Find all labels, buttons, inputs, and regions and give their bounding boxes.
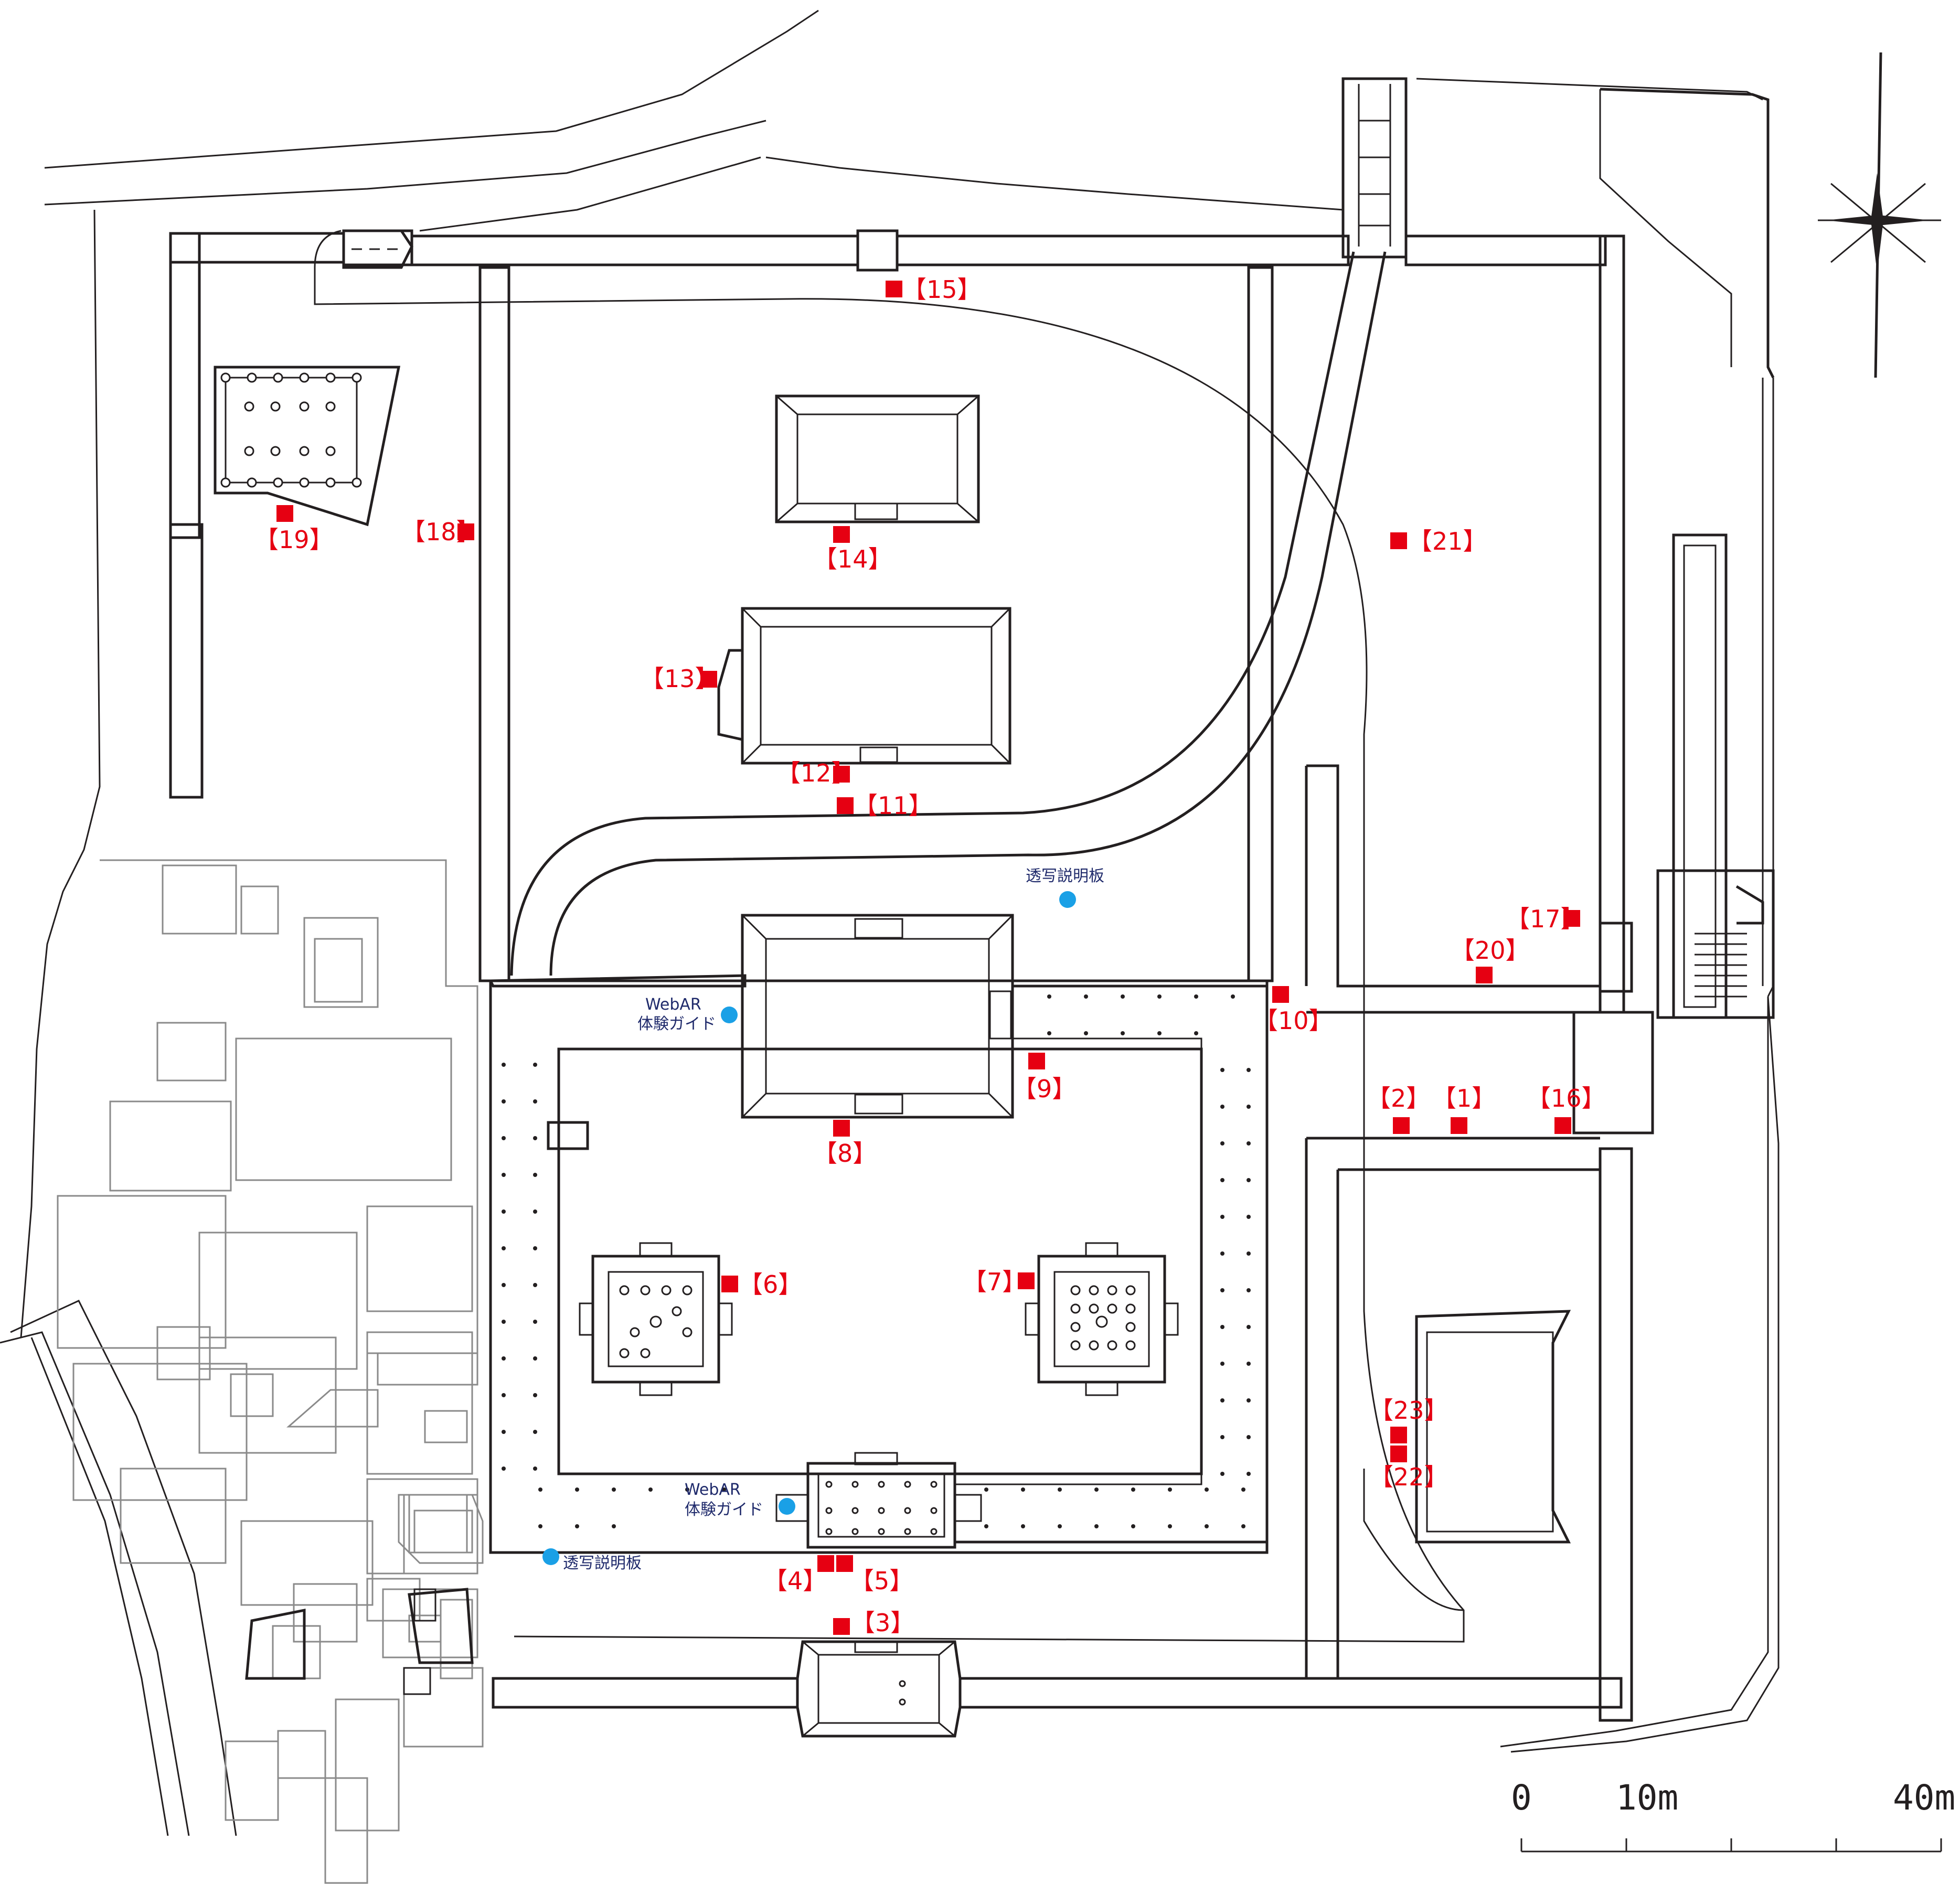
river-bank — [0, 1300, 237, 1836]
marker-22-label[interactable]: 【22】 — [1369, 1463, 1448, 1491]
marker-17-square[interactable] — [1563, 910, 1580, 927]
marker-19-label[interactable]: 【19】 — [254, 526, 334, 554]
marker-12-square[interactable] — [833, 766, 850, 783]
info-board-south-dot[interactable] — [542, 1548, 559, 1565]
markers: 【1】 【2】 【3】 【4】 【5】 【6】 【7】 【8】 【9】 【10】… — [254, 275, 1606, 1637]
marker-23-label[interactable]: 【23】 — [1369, 1396, 1448, 1425]
marker-4-label[interactable]: 【4】 — [763, 1567, 827, 1595]
building-3 — [796, 1640, 962, 1738]
marker-13-square[interactable] — [700, 671, 717, 688]
building-7 — [1025, 1242, 1179, 1396]
marker-20-label[interactable]: 【20】 — [1451, 936, 1530, 965]
marker-9-square[interactable] — [1028, 1053, 1045, 1069]
compound-walls — [169, 77, 1633, 1722]
marker-18-square[interactable] — [457, 523, 474, 540]
marker-13-label[interactable]: 【13】 — [640, 665, 719, 693]
marker-9-label[interactable]: 【9】 — [1013, 1075, 1076, 1103]
marker-18-label[interactable]: 【18】 — [401, 518, 481, 546]
southwest-buildings — [245, 1588, 474, 1695]
marker-23-square[interactable] — [1390, 1427, 1407, 1443]
marker-8-label[interactable]: 【8】 — [813, 1139, 877, 1168]
marker-17-label[interactable]: 【17】 — [1506, 905, 1585, 933]
scale-label-10m: 10m — [1616, 1778, 1678, 1818]
marker-15-square[interactable] — [886, 281, 902, 297]
marker-12-label[interactable]: 【12】 — [776, 759, 856, 787]
scale-label-zero: 0 — [1511, 1778, 1532, 1818]
marker-6-label[interactable]: 【6】 — [739, 1270, 802, 1299]
marker-14-square[interactable] — [833, 526, 850, 543]
marker-1-label[interactable]: 【1】 — [1432, 1084, 1496, 1112]
marker-14-label[interactable]: 【14】 — [813, 545, 892, 573]
marker-3-square[interactable] — [833, 1618, 850, 1635]
marker-11-square[interactable] — [837, 797, 854, 814]
marker-16-label[interactable]: 【16】 — [1527, 1084, 1606, 1112]
marker-5-square[interactable] — [836, 1555, 853, 1572]
info-points: 透写説明板 WebAR 体験ガイド WebAR 体験ガイド 透写説明板 — [542, 867, 1104, 1572]
building-22 — [1415, 1310, 1571, 1544]
marker-10-label[interactable]: 【10】 — [1254, 1007, 1333, 1035]
marker-4-square[interactable] — [817, 1555, 834, 1572]
info-board-north-dot[interactable] — [1059, 891, 1076, 908]
compass-rose-icon — [1818, 52, 1941, 378]
webar-north-label-line2[interactable]: 体験ガイド — [637, 1015, 716, 1033]
marker-20-square[interactable] — [1476, 967, 1493, 983]
marker-5-label[interactable]: 【5】 — [850, 1567, 913, 1595]
marker-6-square[interactable] — [721, 1276, 738, 1292]
marker-15-label[interactable]: 【15】 — [902, 275, 982, 304]
webar-south-label-line2[interactable]: 体験ガイド — [685, 1501, 763, 1519]
central-compound — [488, 974, 1269, 1554]
marker-19-square[interactable] — [276, 505, 293, 522]
outer-boundary — [20, 9, 1780, 1753]
marker-7-label[interactable]: 【7】 — [963, 1268, 1026, 1296]
building-13 — [717, 607, 1011, 765]
info-board-north-label[interactable]: 透写説明板 — [1026, 867, 1104, 885]
building-5 — [775, 1452, 982, 1549]
marker-7-square[interactable] — [1018, 1272, 1035, 1289]
marker-2-square[interactable] — [1393, 1117, 1410, 1134]
webar-south-dot[interactable] — [779, 1498, 795, 1515]
building-8 — [741, 914, 1014, 1119]
scale-label-40m: 40m — [1893, 1778, 1955, 1818]
marker-3-label[interactable]: 【3】 — [851, 1609, 914, 1637]
building-14 — [775, 394, 980, 523]
marker-21-square[interactable] — [1390, 532, 1407, 549]
webar-south-label-line1[interactable]: WebAR — [685, 1481, 741, 1499]
marker-8-square[interactable] — [833, 1120, 850, 1137]
webar-north-dot[interactable] — [721, 1007, 738, 1023]
marker-10-square[interactable] — [1272, 986, 1289, 1003]
east-stair — [1656, 533, 1775, 1019]
webar-north-label-line1[interactable]: WebAR — [645, 995, 701, 1014]
scale-bar: 0 10m 40m — [1511, 1778, 1955, 1853]
colonnade-dots — [502, 994, 1251, 1528]
marker-16-square[interactable] — [1554, 1117, 1571, 1134]
building-6 — [579, 1242, 733, 1396]
northwest-pavilion — [214, 366, 401, 527]
marker-22-square[interactable] — [1390, 1446, 1407, 1462]
info-board-south-label[interactable]: 透写説明板 — [563, 1554, 642, 1572]
marker-1-square[interactable] — [1451, 1117, 1467, 1134]
paths — [314, 230, 1654, 1678]
pavilion-pillars — [220, 372, 362, 488]
marker-2-label[interactable]: 【2】 — [1367, 1084, 1430, 1112]
marker-11-label[interactable]: 【11】 — [854, 791, 933, 820]
west-buildings — [57, 859, 484, 1884]
marker-21-label[interactable]: 【21】 — [1408, 527, 1487, 555]
